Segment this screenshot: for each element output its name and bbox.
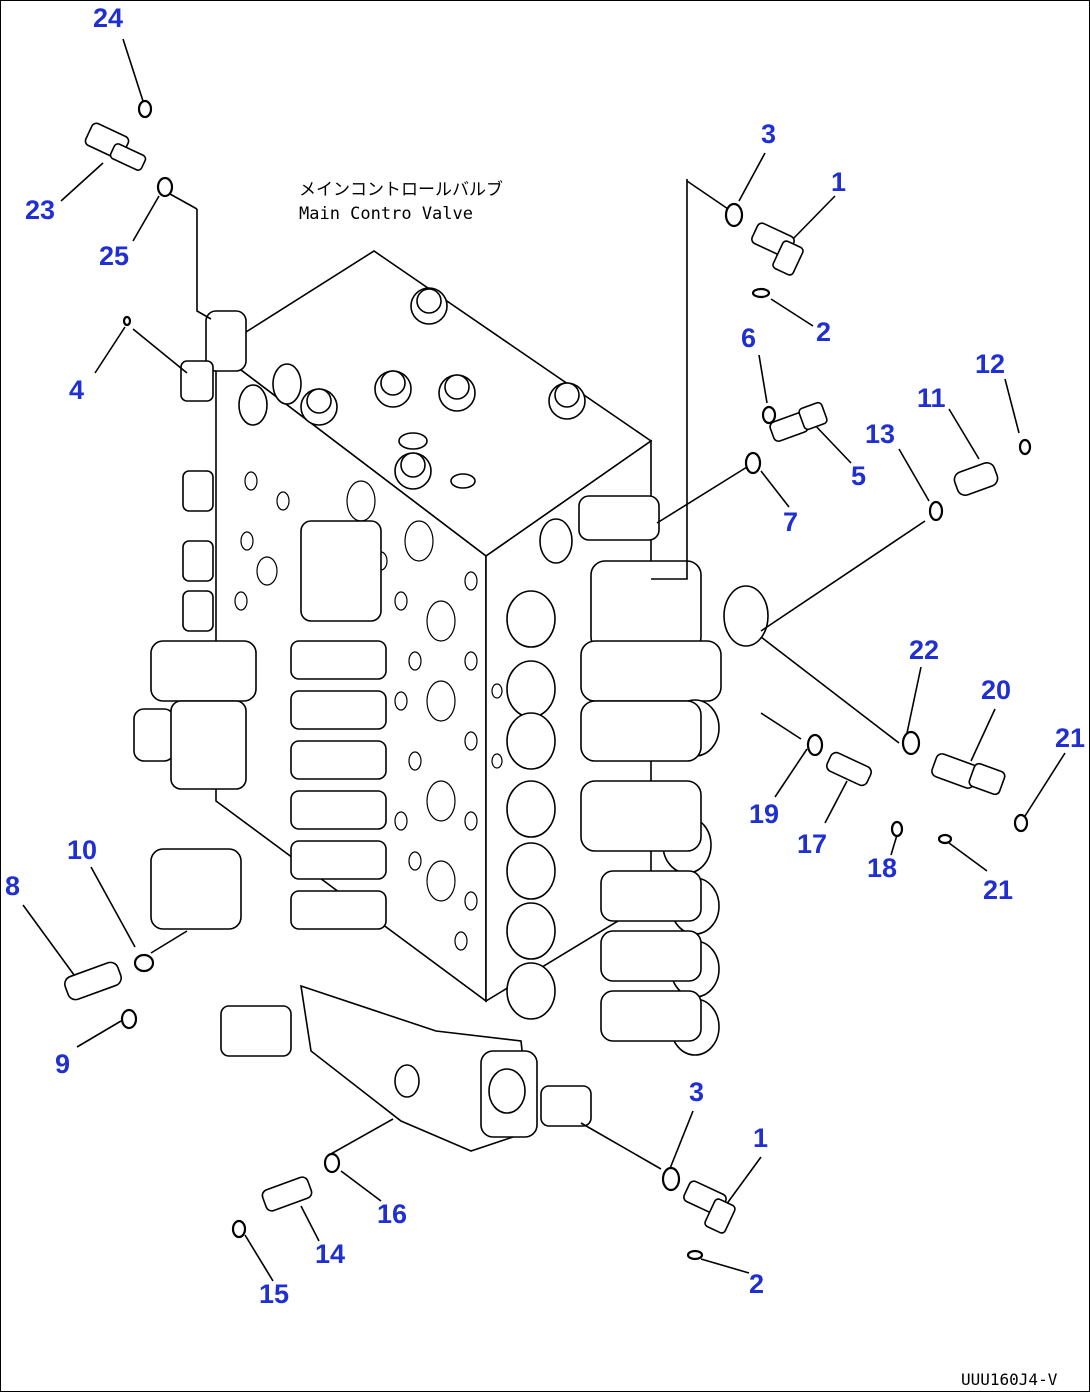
callout-2-bottom: 2 [749,1269,764,1299]
o-ring-21b [937,833,953,845]
callout-21-right: 21 [1055,723,1085,753]
reference-boundary-line [651,179,688,580]
small-parts [64,99,1032,1261]
drawing-code: UUU160J4-V [961,1370,1058,1389]
callout-6: 6 [741,323,756,353]
caption-japanese: メインコントロールバルブ [299,179,503,200]
o-ring-3-top [724,202,744,228]
o-ring-25 [156,176,174,198]
callout-24: 24 [93,3,123,33]
callout-22: 22 [909,635,939,665]
callout-23: 23 [25,195,55,225]
callout-13: 13 [865,419,895,449]
callout-1-bottom: 1 [753,1123,768,1153]
callout-16: 16 [377,1199,407,1229]
caption-english: Main Contro Valve [299,204,473,224]
callout-14: 14 [315,1239,345,1269]
callout-7: 7 [783,507,798,537]
callout-18: 18 [867,853,897,883]
callout-15: 15 [259,1279,289,1309]
o-ring-24 [137,99,153,119]
callout-21-lower: 21 [983,875,1013,905]
fitting-8 [64,961,122,1001]
fitting-17 [826,751,872,787]
callout-3-bottom: 3 [689,1077,704,1107]
callout-4: 4 [69,375,84,405]
o-ring-2-bottom [686,1249,704,1261]
callout-3-top: 3 [761,119,776,149]
o-ring-9 [120,1008,138,1030]
o-ring-16 [323,1152,341,1174]
callout-9: 9 [55,1049,70,1079]
o-ring-18 [890,820,904,838]
o-ring-15 [231,1219,247,1239]
main-control-valve-body [133,250,769,1152]
o-ring-21a [1013,813,1029,833]
o-ring-22 [901,730,921,756]
callout-11: 11 [917,383,946,413]
callout-1-top: 1 [831,167,846,197]
callout-2-top: 2 [816,317,831,347]
callout-5: 5 [851,461,866,491]
o-ring-3-bottom [661,1166,681,1192]
fitting-11 [953,461,999,497]
o-ring-6 [761,405,777,425]
o-ring-13 [928,500,944,522]
callout-10: 10 [67,835,97,865]
o-ring-12 [1018,438,1032,456]
fitting-1-top [751,222,804,276]
reference-line-25 [196,209,212,320]
callout-20: 20 [981,675,1011,705]
o-ring-19 [806,733,824,757]
o-ring-4 [122,315,132,327]
callout-8: 8 [5,871,20,901]
fitting-23 [84,122,147,171]
fitting-14 [261,1176,313,1212]
fitting-20 [931,753,1006,796]
callout-labels: 24 23 25 4 3 1 2 6 5 7 12 11 13 22 20 21… [5,3,1085,1309]
fitting-1-bottom [683,1180,736,1234]
callout-19: 19 [749,799,779,829]
fitting-5 [769,401,828,442]
callout-12: 12 [975,349,1005,379]
o-ring-10 [133,953,155,973]
leader-lines [22,38,1066,1282]
callout-25: 25 [99,241,129,271]
callout-17: 17 [797,829,827,859]
o-ring-7 [744,451,762,475]
o-ring-2-top [751,287,771,299]
